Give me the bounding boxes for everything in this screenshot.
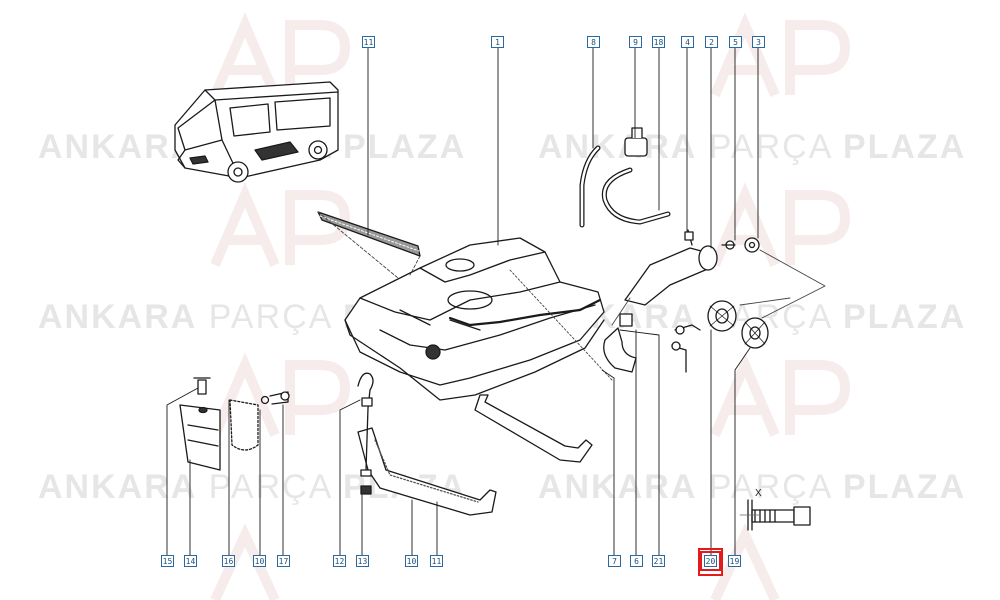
callout-10[interactable]: 10 [405,555,418,567]
watermark-logo [210,12,851,600]
highlight-frame [698,548,723,576]
callout-21[interactable]: 21 [652,555,665,567]
watermark-row-3-right: ANKARA PARÇA PLAZA [538,468,967,506]
callout-12[interactable]: 12 [333,555,346,567]
callout-11-bottom[interactable]: 11 [430,555,443,567]
callout-8[interactable]: 8 [587,36,600,48]
elbow-hose [603,327,637,373]
hook-bolt [357,372,374,495]
callout-19[interactable]: 19 [728,555,741,567]
callout-10-left[interactable]: 10 [253,555,266,567]
callout-9[interactable]: 9 [629,36,642,48]
callout-5[interactable]: 5 [729,36,742,48]
hose-clamp [619,313,633,327]
callout-4[interactable]: 4 [681,36,694,48]
callout-2[interactable]: 2 [705,36,718,48]
fuel-tank [344,237,605,401]
assembly-lines [317,211,826,381]
dimension-x-label: X [755,488,762,499]
callout-3[interactable]: 3 [752,36,765,48]
callout-6[interactable]: 6 [630,555,643,567]
callout-15[interactable]: 15 [161,555,174,567]
watermark-row-1-right: ANKARA PARÇA PLAZA [538,128,967,166]
tank-strap-lower [357,427,497,516]
tank-strap-right [474,394,593,463]
locking-cap [741,317,769,349]
fuel-cap [707,300,737,332]
callout-14[interactable]: 14 [184,555,197,567]
callout-1[interactable]: 1 [491,36,504,48]
callout-7[interactable]: 7 [608,555,621,567]
filler-neck [624,229,760,306]
bolt-with-dimension [739,499,811,531]
callout-18-top[interactable]: 18 [652,36,665,48]
keys [671,324,701,373]
callout-11-top[interactable]: 11 [362,36,375,48]
callout-20-highlighted[interactable]: 20 [700,551,721,571]
van-illustration [174,81,339,183]
callout-16[interactable]: 16 [222,555,235,567]
leader-lines [166,47,759,556]
vent-hoses [579,127,671,228]
filter-bracket [179,377,290,471]
callout-17[interactable]: 17 [277,555,290,567]
callout-13[interactable]: 13 [356,555,369,567]
